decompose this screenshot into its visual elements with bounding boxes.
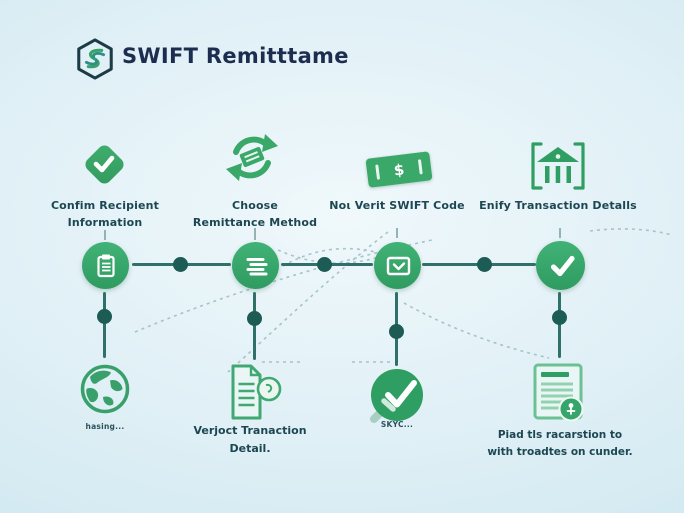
page-title: SWIFT Remitttame (122, 44, 349, 68)
dollar-sign: $ (392, 159, 406, 180)
list-lines-icon (246, 257, 267, 275)
clipboard-lines-icon (96, 254, 115, 277)
hexagon-s-logo-icon (77, 38, 113, 80)
connector-line-vertical (103, 292, 106, 358)
connector-dot (97, 309, 112, 324)
connector-line-vertical (558, 292, 561, 358)
connector-dot (552, 310, 567, 325)
globe-icon (80, 364, 130, 414)
flow-node-1 (82, 242, 129, 289)
document-badge-icon (533, 363, 584, 422)
connector-dot (317, 257, 332, 272)
bottom-caption-4: Piad tls racarstion to with troadtes on … (487, 429, 633, 458)
step-label-1: Confim Recipient Information (50, 199, 160, 230)
connector-dot (247, 311, 262, 326)
connector-line-vertical (253, 292, 256, 360)
connector-dot (173, 257, 188, 272)
flow-node-3 (374, 242, 421, 289)
exchange-arrows-icon (226, 134, 278, 181)
check-verify-icon (370, 369, 423, 423)
banknote-bar (417, 159, 423, 175)
envelope-check-icon (386, 256, 410, 275)
banknote-bar (375, 164, 381, 180)
diamond-checkmark-glyph (93, 155, 115, 173)
document-search-icon (231, 364, 282, 420)
step-label-3: Noι Verit SWIFT Code (329, 199, 465, 212)
checkmark-icon (550, 255, 575, 276)
banknote-icon: $ (365, 151, 433, 188)
flow-node-2 (232, 242, 279, 289)
flow-node-4 (536, 241, 585, 290)
bank-icon (531, 142, 585, 190)
step-label-2: Choose Remittance Method (192, 199, 318, 230)
step-label-4: Enify Transaction Detalls (479, 199, 637, 212)
connector-dot (389, 324, 404, 339)
bottom-caption-3: SKYC... (380, 420, 414, 429)
bottom-caption-2: Verjoct Tranaction Detail. (193, 424, 307, 456)
bottom-caption-1: hasing... (85, 422, 125, 431)
connector-dot (477, 257, 492, 272)
